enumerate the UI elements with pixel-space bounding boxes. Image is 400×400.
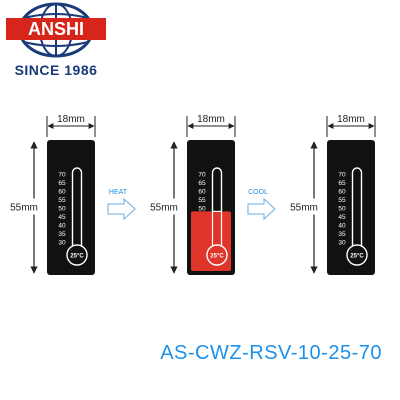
since-label: SINCE 1986 — [14, 62, 98, 78]
scale-label: 65 — [58, 180, 66, 187]
height-label-bg — [147, 198, 181, 215]
scale-label: 70 — [338, 172, 346, 179]
scale-label: 30 — [338, 240, 346, 247]
scale-label: 30 — [58, 240, 66, 247]
bulb-label: 25°C — [350, 254, 364, 260]
scale-label: 45 — [58, 214, 66, 221]
scale-label: 65 — [338, 180, 346, 187]
scale-label: 70 — [198, 172, 206, 179]
scale-label: 50 — [338, 206, 346, 213]
scale-label: 35 — [58, 231, 66, 238]
bulb-label: 25°C — [70, 254, 84, 260]
strip-body — [327, 140, 375, 275]
arrow-right-icon — [107, 197, 136, 221]
brand-logo: ANSHI — [6, 2, 106, 58]
scale-label: 65 — [198, 180, 206, 187]
logo-banner — [6, 18, 106, 40]
scale-label: 55 — [338, 197, 346, 204]
transition-heat: HEAT — [107, 189, 136, 221]
scale-label: 55 — [198, 197, 206, 204]
scale-label: 70 — [58, 172, 66, 179]
height-label-bg — [7, 198, 41, 215]
width-dimension-label: 18mm — [197, 114, 225, 125]
thermometer-tube — [71, 167, 83, 255]
bulb-label: 25°C — [210, 254, 224, 260]
height-dimension-label: 55mm — [290, 203, 318, 214]
transition-label: HEAT — [109, 189, 128, 196]
scale-label: 60 — [338, 189, 346, 196]
height-dimension-label: 55mm — [10, 203, 38, 214]
scale-label: 40 — [58, 223, 66, 230]
thermometer-bulb — [66, 244, 88, 266]
bulb-fill — [206, 244, 228, 266]
thermometer-tube — [351, 167, 363, 255]
scale-label: 60 — [58, 189, 66, 196]
thermometer-bulb — [346, 244, 368, 266]
scale-label: 50 — [198, 206, 206, 213]
height-label-bg — [287, 198, 321, 215]
transition-label: COOL — [248, 189, 268, 196]
scale-label: 55 — [58, 197, 66, 204]
height-dimension-label: 55mm — [150, 203, 178, 214]
width-dimension-label: 18mm — [337, 114, 365, 125]
scale-label: 35 — [338, 231, 346, 238]
logo-text: ANSHI — [28, 19, 84, 39]
arrow-right-icon — [247, 197, 276, 221]
transition-cool: COOL — [247, 189, 276, 221]
scale-label: 60 — [198, 189, 206, 196]
scale-label: 50 — [58, 206, 66, 213]
scale-label: 45 — [338, 214, 346, 221]
strip-body — [47, 140, 95, 275]
product-code: AS-CWZ-RSV-10-25-70 — [160, 342, 382, 364]
scale-label: 40 — [338, 223, 346, 230]
width-dimension-label: 18mm — [57, 114, 85, 125]
